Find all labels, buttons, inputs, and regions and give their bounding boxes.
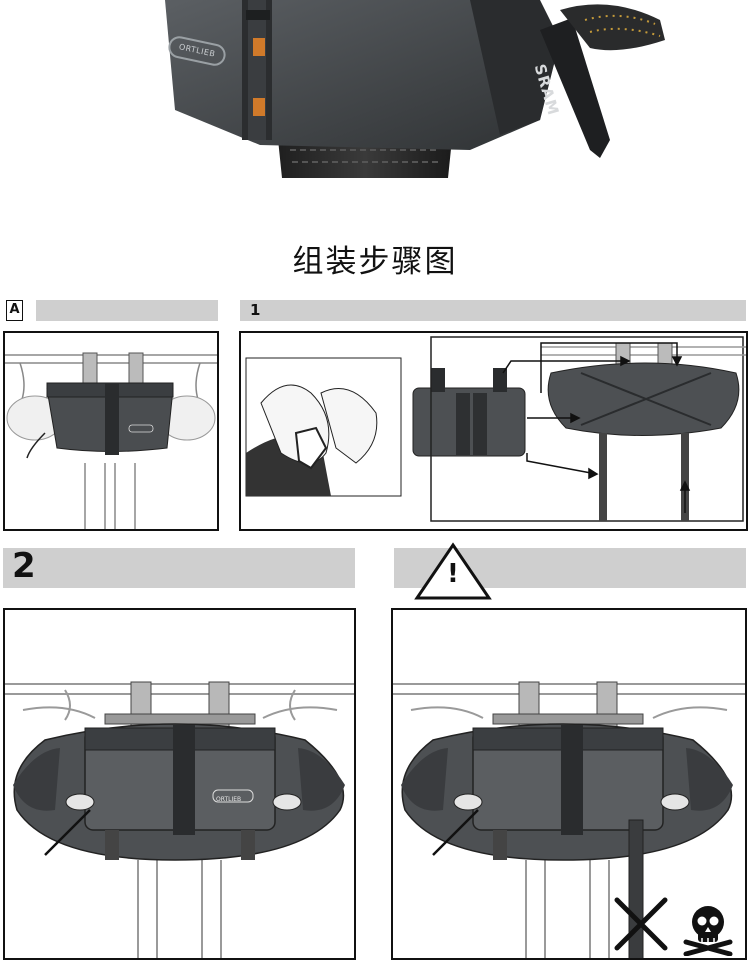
- panel-warning: [391, 608, 747, 960]
- page-title: 组装步骤图: [292, 244, 458, 280]
- warning-illustration: [393, 681, 745, 958]
- warning-symbol: !: [447, 559, 459, 589]
- panel-step-2: ORTLIEB: [3, 608, 356, 960]
- product-photo: ORTLIEB SRAM: [0, 0, 750, 178]
- step-1-illustration: [245, 336, 746, 522]
- step-a-label: A: [9, 302, 20, 317]
- step-1-bar: [240, 300, 746, 321]
- step-2-label: 2: [12, 546, 36, 586]
- step-2-illustration: [5, 681, 354, 958]
- skull-icon: [683, 906, 733, 956]
- handlebar-bag-photo: [165, 0, 665, 178]
- step-1-label: 1: [250, 301, 261, 319]
- panel-step-1: [239, 331, 748, 531]
- step-a-illustration: [5, 352, 217, 529]
- panel-step-a: [3, 331, 219, 531]
- step-a-tag: A: [6, 300, 23, 321]
- step-a-bar: [36, 300, 218, 321]
- cross-mark-icon: [614, 897, 668, 951]
- bag-logo: ORTLIEB: [216, 796, 242, 803]
- step-2-bar: [3, 548, 355, 588]
- warning-icon: [414, 542, 492, 600]
